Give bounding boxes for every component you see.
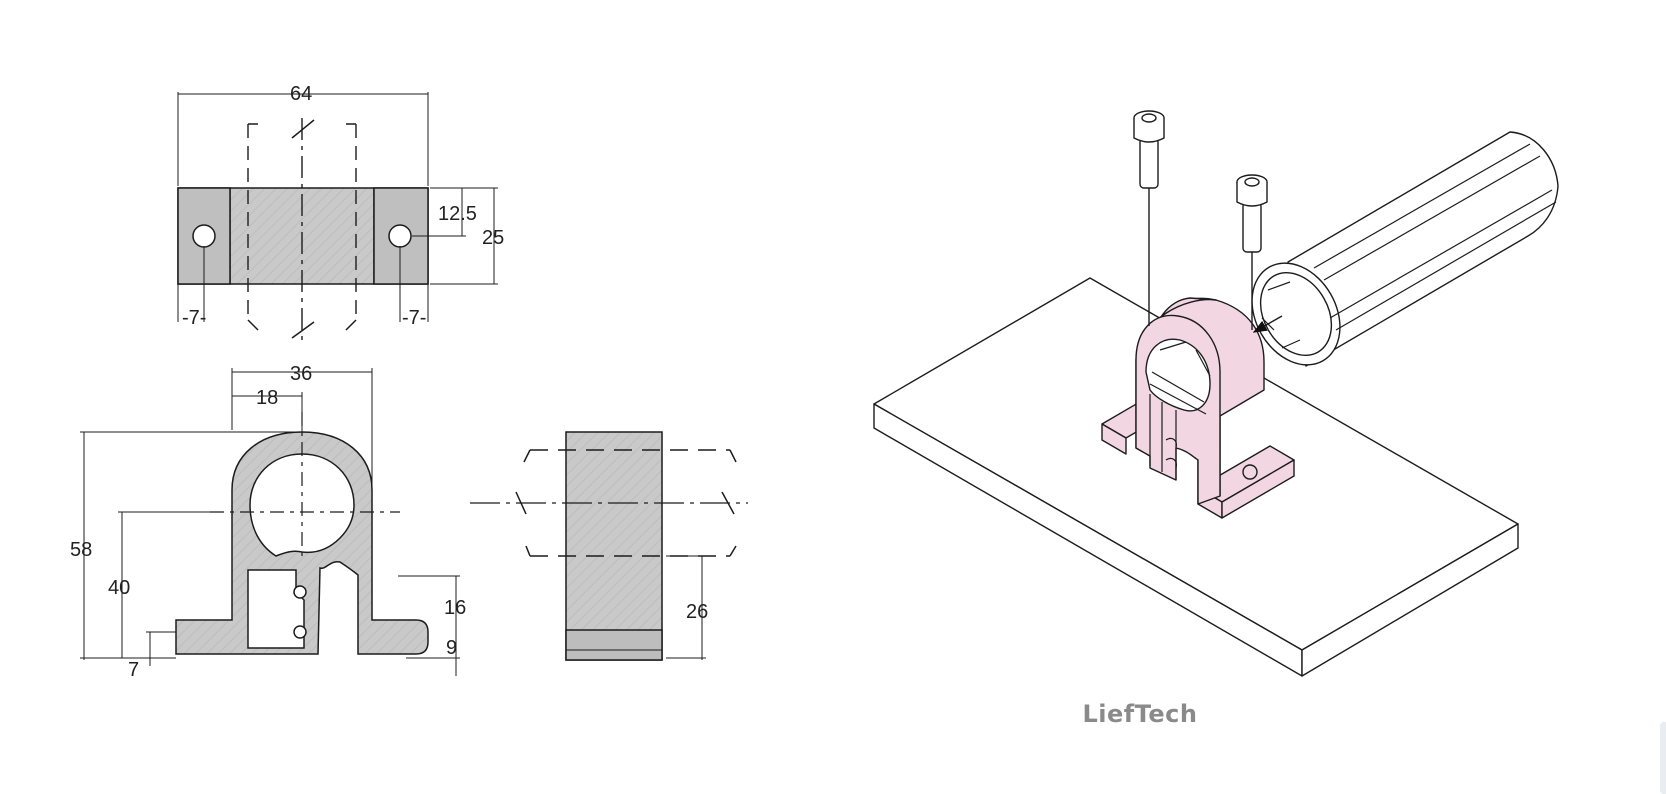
dim-7-flange: 7 [128,659,139,681]
dim-12-5: 12.5 [438,203,477,225]
top-view [177,92,498,340]
isometric-view [873,110,1559,677]
dim-40: 40 [108,577,130,599]
dim-9: 9 [446,637,457,659]
dim-18: 18 [256,387,278,409]
dim-64: 64 [290,83,312,105]
side-view [470,431,748,661]
brand-logo: LiefTech [1082,700,1198,728]
dim-36: 36 [290,363,312,385]
dim-7-left: -7- [182,307,206,329]
base-plate [873,277,1519,677]
socket-screw [1133,110,1165,326]
hole-left [192,224,216,248]
scroll-edge [1660,722,1666,794]
hole-right [388,224,412,248]
dim-25: 25 [482,227,504,249]
dim-7-right: -7- [402,307,426,329]
dim-16: 16 [444,597,466,619]
pipe-profile [1251,131,1559,367]
dim-26: 26 [686,601,708,623]
pipe-bracket [1101,297,1295,519]
dim-58: 58 [70,539,92,561]
front-view [80,368,460,676]
socket-screw [1236,174,1268,330]
